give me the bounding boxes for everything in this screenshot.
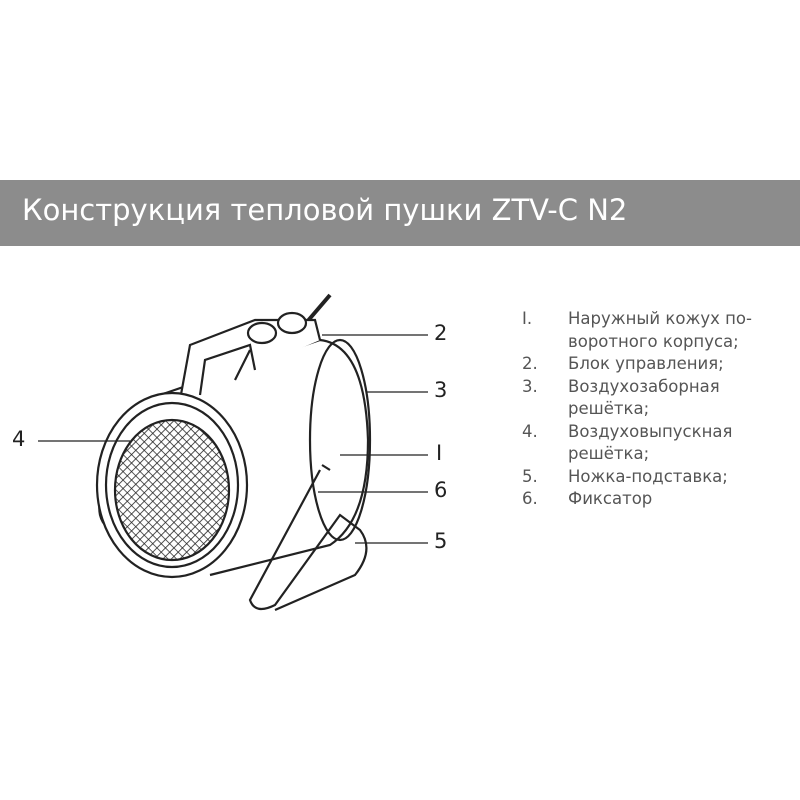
callout-6: 6 (434, 478, 448, 502)
callout-4: 4 (12, 427, 26, 451)
legend-text: Воздухозаборная (568, 376, 720, 396)
legend-num: 6. (522, 489, 538, 508)
outlet-grille (113, 418, 231, 562)
callout-lines (38, 334, 428, 544)
front-ring-inner (104, 401, 240, 569)
callout-2: 2 (434, 321, 448, 345)
legend-text: Фиксатор (568, 489, 653, 508)
legend-text: Ножка-подставка; (568, 466, 728, 486)
stand (248, 469, 368, 612)
legend-text: Воздуховыпускная (568, 421, 733, 441)
legend-item: I. Наружный кожух по-воротного корпуса; (522, 308, 798, 353)
legend-item: 5. Ножка-подставка; (522, 466, 798, 489)
legend-item: 6. Фиксатор (522, 488, 798, 511)
callout-5: 5 (434, 529, 448, 553)
legend-num: I. (522, 309, 533, 328)
legend-text: решётка; (568, 399, 650, 418)
rear-grille-ring (308, 338, 372, 542)
legend-num: 3. (522, 376, 538, 396)
legend-num: 4. (522, 421, 538, 441)
legend-num: 5. (522, 466, 538, 486)
legend-item: 3. Воздухозаборная решётка; (522, 376, 798, 421)
legend-text: воротного корпуса; (568, 331, 739, 351)
knob (276, 311, 308, 335)
parts-legend: I. Наружный кожух по-воротного корпуса; 2… (522, 308, 798, 511)
legend-text: Наружный кожух по- (568, 309, 752, 328)
page-title: Конструкция тепловой пушки ZTV-C N2 (22, 193, 628, 227)
callout-1: I (436, 441, 443, 465)
legend-text: решётка; (568, 444, 650, 463)
legend-num: 2. (522, 354, 538, 373)
handle (178, 318, 322, 401)
legend-text: Блок управления; (568, 354, 724, 373)
knob (246, 321, 278, 345)
title-banner: Конструкция тепловой пушки ZTV-C N2 (0, 180, 800, 246)
legend-item: 4. Воздуховыпускная решётка; (522, 421, 798, 466)
legend-item: 2. Блок управления; (522, 353, 798, 376)
callout-3: 3 (434, 378, 448, 402)
